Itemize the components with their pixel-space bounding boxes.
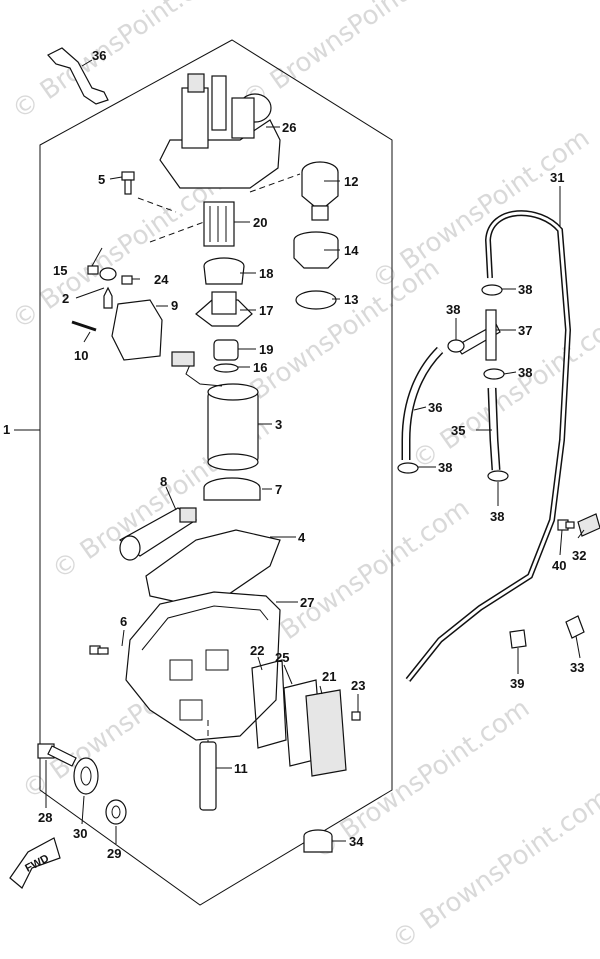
part-12-regulator (301, 161, 339, 221)
callout-39: 39 (510, 676, 524, 691)
part-8-strainer (118, 507, 198, 561)
part-36-bracket (47, 47, 109, 105)
callout-7: 7 (275, 482, 282, 497)
callout-6: 6 (120, 614, 127, 629)
callout-37: 37 (518, 323, 532, 338)
callout-22: 22 (250, 643, 264, 658)
part-31-hose-inner (406, 211, 570, 681)
callout-29: 29 (107, 846, 121, 861)
callout-36: 36 (92, 48, 106, 63)
part-5-screw (121, 171, 135, 195)
callout-12: 12 (344, 174, 358, 189)
part-9-sensor (111, 299, 163, 361)
part-14-seal (293, 231, 339, 269)
callout-38: 38 (518, 282, 532, 297)
part-23-screw (351, 711, 361, 721)
callout-5: 5 (98, 172, 105, 187)
part-13-o-ring (295, 290, 337, 310)
callout-4: 4 (298, 530, 306, 545)
callout-40: 40 (552, 558, 566, 573)
callout-38: 38 (518, 365, 532, 380)
part-40-bolt (557, 519, 575, 531)
leader-lines (45, 59, 585, 844)
part-22-gasket (251, 659, 287, 749)
callout-15: 15 (53, 263, 67, 278)
callout-18: 18 (259, 266, 273, 281)
part-38-clamp (481, 284, 503, 296)
part-24-bolt (121, 275, 133, 285)
watermark: © BrownsPoint.com (387, 783, 600, 955)
callout-36-hose: 36 (428, 400, 442, 415)
part-2-fitting (99, 267, 117, 309)
callout-23: 23 (351, 678, 365, 693)
fwd-arrow-icon: FWD (9, 837, 61, 889)
part-35-hose-inner (489, 387, 499, 471)
part-6-bolt (89, 645, 109, 655)
callout-labels: 1 2 3 4 5 6 7 8 9 10 11 12 13 14 15 16 1… (3, 48, 586, 861)
part-37-joint (455, 309, 501, 361)
part-11-pipe (199, 720, 217, 811)
part-16-o-ring (213, 363, 239, 373)
callout-38: 38 (438, 460, 452, 475)
part-38-clamp (483, 368, 505, 380)
part-20-filter (149, 201, 235, 247)
part-17-holder (195, 291, 253, 327)
part-7-cushion (203, 477, 261, 501)
callout-26: 26 (282, 120, 296, 135)
part-33-bracket (565, 615, 585, 639)
callout-19: 19 (259, 342, 273, 357)
callout-13: 13 (344, 292, 358, 307)
part-38-clamp (447, 339, 465, 353)
part-38-clamp (397, 462, 419, 474)
assembly-frame (39, 39, 393, 906)
callout-32: 32 (572, 548, 586, 563)
callout-10: 10 (74, 348, 88, 363)
part-3-fuel-pump (171, 351, 259, 471)
part-15-nut (87, 265, 99, 275)
part-27-housing (125, 591, 281, 741)
part-32-bracket (577, 513, 600, 537)
part-4-gasket (145, 529, 281, 605)
part-18-collar (203, 257, 245, 285)
watermark: © BrownsPoint.com (237, 0, 465, 116)
callout-3: 3 (275, 417, 282, 432)
watermark: © BrownsPoint.com (407, 303, 600, 475)
part-36-hose-inner (403, 347, 443, 460)
watermark-layer: © BrownsPoint.com © BrownsPoint.com © Br… (7, 0, 600, 956)
callout-1: 1 (3, 422, 10, 437)
part-34-grommet (303, 829, 333, 853)
callout-38: 38 (490, 509, 504, 524)
callout-35: 35 (451, 423, 465, 438)
callout-24: 24 (154, 272, 169, 287)
callout-34: 34 (349, 834, 364, 849)
callout-14: 14 (344, 243, 359, 258)
part-19-grommet (213, 339, 239, 361)
callout-38: 38 (446, 302, 460, 317)
callout-20: 20 (253, 215, 267, 230)
callout-8: 8 (160, 474, 167, 489)
callout-33: 33 (570, 660, 584, 675)
callout-28: 28 (38, 810, 52, 825)
part-39-clip (509, 629, 527, 649)
callout-25: 25 (275, 650, 289, 665)
part-10-pin (71, 320, 97, 332)
part-28-bolt (37, 743, 77, 767)
part-38-clamp (487, 470, 509, 482)
callout-16: 16 (253, 360, 267, 375)
callout-9: 9 (171, 298, 178, 313)
part-21-cover (305, 689, 347, 777)
part-29-collar (105, 799, 127, 825)
callout-31: 31 (550, 170, 564, 185)
part-26-pump-cover (137, 73, 301, 213)
callout-30: 30 (73, 826, 87, 841)
part-30-grommet (73, 757, 99, 795)
callout-21: 21 (322, 669, 336, 684)
callout-11: 11 (234, 761, 248, 776)
callout-27: 27 (300, 595, 314, 610)
callout-2: 2 (62, 291, 69, 306)
callout-17: 17 (259, 303, 273, 318)
